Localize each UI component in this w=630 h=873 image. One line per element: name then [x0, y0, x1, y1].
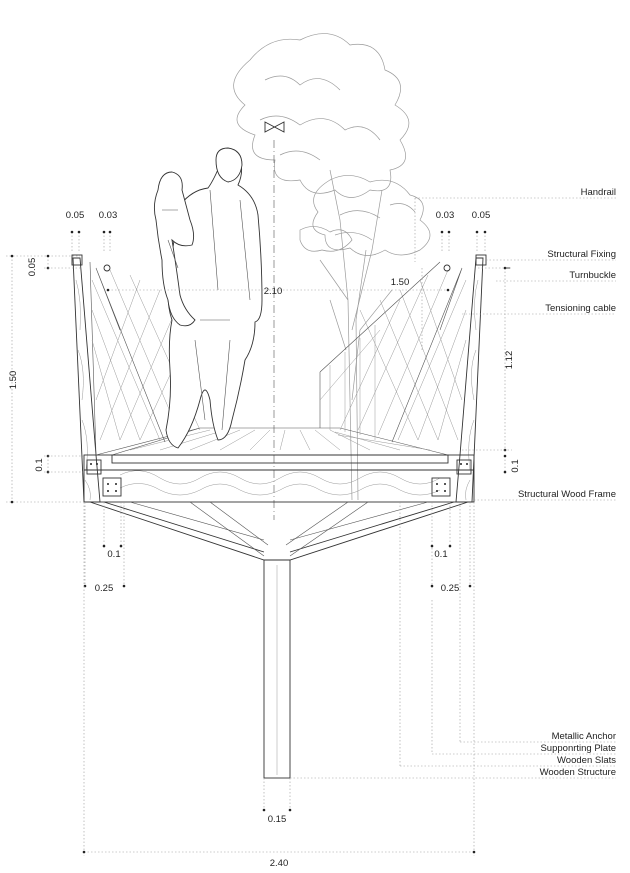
wooden-support-structure [89, 501, 469, 779]
dim-top-right-005: 0.05 [472, 210, 491, 221]
dim-top-left-005: 0.05 [66, 210, 85, 221]
component-labels: Handrail Structural Fixing Turnbuckle Te… [518, 187, 616, 778]
label-structural-fixing: Structural Fixing [547, 249, 616, 260]
label-tensioning-cable: Tensioning cable [545, 303, 616, 314]
dim-bottom-240: 2.40 [270, 858, 289, 869]
bowtie-direction-icon [264, 121, 285, 133]
dim-right-150: 1.50 [391, 277, 410, 288]
label-metallic-anchor: Metallic Anchor [552, 731, 616, 742]
tree-illustration [233, 33, 431, 501]
label-handrail: Handrail [581, 187, 616, 198]
label-wooden-structure: Wooden Structure [540, 767, 616, 778]
dim-bottom-015: 0.15 [268, 814, 287, 825]
dim-left-005-vertical: 0.05 [27, 258, 38, 277]
dim-right-112: 1.12 [504, 351, 515, 370]
dim-right-01: 0.1 [510, 459, 521, 472]
deck-structure [71, 254, 487, 503]
leader-lines [290, 197, 616, 779]
dim-left-150: 1.50 [8, 371, 19, 390]
dimension-labels: 0.05 0.03 0.03 0.05 0.05 1.50 0.1 2.10 1… [8, 210, 521, 869]
dim-left-01: 0.1 [34, 458, 45, 471]
dim-bottom-right-01: 0.1 [434, 549, 447, 560]
dim-top-right-003: 0.03 [436, 210, 455, 221]
people-figure [153, 147, 263, 449]
dim-center-210: 2.10 [264, 286, 283, 297]
dim-bottom-right-025: 0.25 [441, 583, 460, 594]
dim-bottom-left-025: 0.25 [95, 583, 114, 594]
label-structural-wood-frame: Structural Wood Frame [518, 489, 616, 500]
dimension-lines [6, 230, 512, 856]
label-wooden-slats: Wooden Slats [557, 755, 616, 766]
dim-top-left-003: 0.03 [99, 210, 118, 221]
dim-bottom-left-01: 0.1 [107, 549, 120, 560]
label-supporting-plate: Supponrting Plate [540, 743, 616, 754]
label-turnbuckle: Turnbuckle [569, 270, 616, 281]
